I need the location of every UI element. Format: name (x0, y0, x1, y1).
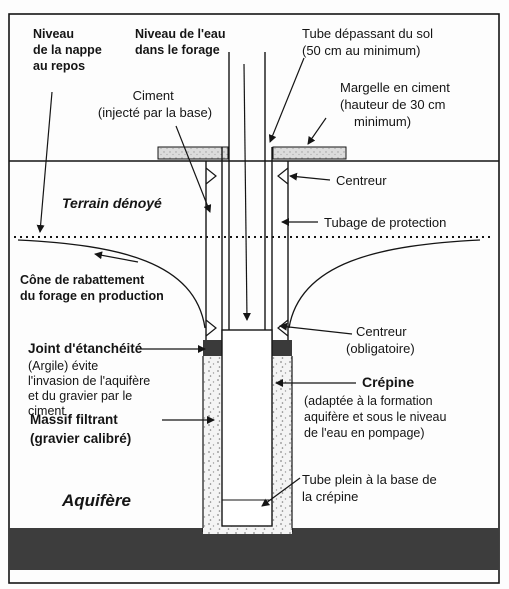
label-screen-title: Crépine (362, 374, 414, 390)
label-centralizer-top: Centreur (336, 173, 387, 188)
cement-curb-right (272, 146, 347, 160)
centralizer-top-left (205, 167, 217, 185)
drawdown-curve-left (17, 239, 206, 329)
label-tube-above-ground: Tube dépassant du sol (50 cm au minimum) (302, 26, 437, 58)
label-gravel-pack: Massif filtrant (gravier calibré) (30, 412, 131, 446)
label-cement-curb: Margelle en ciment (hauteur de 30 cm min… (340, 80, 453, 129)
label-aquifer: Aquifère (61, 491, 131, 510)
leader-curb (307, 117, 327, 145)
clay-seal-right (271, 340, 292, 356)
label-screen-desc: (adaptée à la formation aquifère et sous… (304, 394, 450, 440)
label-blank-tube: Tube plein à la base de la crépine (302, 472, 440, 504)
centralizer-bottom-left (205, 319, 217, 337)
cement-curb-left (157, 146, 229, 160)
label-water-level-borehole: Niveau de l'eau dans le forage (135, 27, 229, 57)
label-seal-title: Joint d'étanchéité (28, 341, 143, 356)
label-unsaturated-zone: Terrain dénoyé (62, 195, 162, 211)
label-drawdown-cone: Cône de rabattement du forage en product… (20, 273, 164, 303)
clay-seal-left (203, 340, 223, 356)
label-centralizer-bottom: Centreur (obligatoire) (346, 324, 415, 356)
leader-centralizer-top (289, 172, 331, 181)
label-protection-casing: Tubage de protection (324, 215, 446, 230)
leader-centralizer-bottom (279, 322, 353, 335)
leader-water-table (36, 91, 53, 233)
gravel-pack-base (203, 528, 292, 534)
leader-water-level (242, 63, 251, 321)
leader-cement (175, 125, 212, 213)
drawdown-curve-right (288, 239, 481, 329)
centralizer-top-right (277, 167, 289, 185)
leader-blank-tube (261, 477, 301, 507)
centralizer-bottom-right (277, 319, 289, 337)
bedrock-band (9, 528, 499, 570)
label-cement: Ciment (injecté par la base) (98, 88, 212, 120)
frame (8, 13, 500, 584)
leader-drawdown (94, 251, 139, 263)
label-seal-desc: (Argile) évite l'invasion de l'aquifère … (28, 359, 154, 418)
label-water-table-rest: Niveau de la nappe au repos (33, 27, 105, 73)
screen-section (221, 329, 273, 527)
leader-tube-above (268, 57, 305, 143)
